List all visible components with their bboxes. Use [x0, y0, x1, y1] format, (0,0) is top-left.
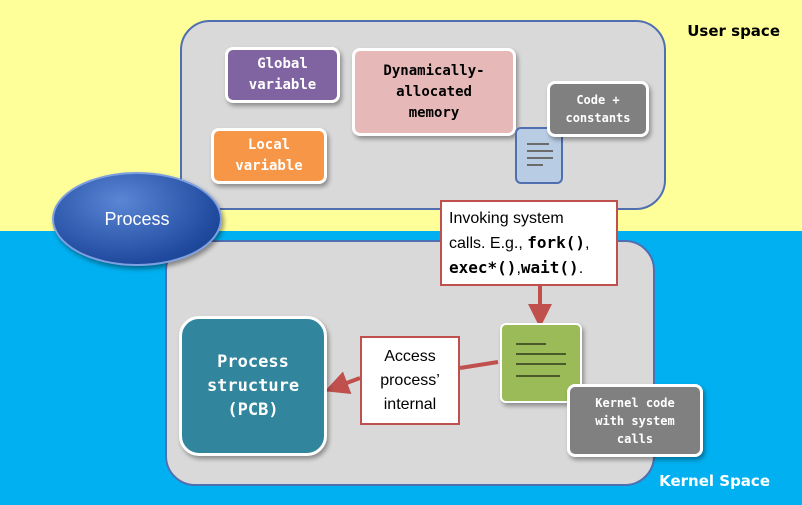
- kernel-code-line1: Kernel code: [595, 395, 675, 410]
- code-constants-line1: Code +: [576, 93, 620, 107]
- pcb-line3: (PCB): [227, 400, 279, 420]
- process-ellipse: Process: [52, 172, 222, 266]
- syscall-comma-2: ,: [516, 260, 521, 277]
- kernel-code-line3: calls: [616, 431, 654, 446]
- local-variable-line1: Local: [247, 137, 291, 153]
- dynamic-memory-line3: memory: [408, 104, 460, 121]
- access-line1: Access: [384, 347, 436, 365]
- pcb-box: Process structure (PCB): [179, 316, 327, 456]
- kernel-space-label: Kernel Space: [659, 472, 770, 490]
- document-icon: [500, 323, 582, 403]
- access-to-kernel-connector: [459, 360, 499, 370]
- syscall-comma-1: ,: [585, 235, 590, 252]
- access-callout: Access process’ internal: [360, 336, 460, 425]
- local-variable-line2: variable: [235, 158, 303, 174]
- code-constants-line2: constants: [565, 111, 631, 125]
- dynamic-memory-line2: allocated: [396, 83, 472, 100]
- wait-call: wait(): [520, 258, 579, 277]
- dynamic-memory-line1: Dynamically-: [383, 62, 485, 79]
- syscall-line1: Invoking system: [449, 210, 564, 227]
- kernel-code-box: Kernel code with system calls: [567, 384, 703, 457]
- fork-call: fork(): [527, 233, 586, 252]
- access-to-pcb-arrow: [324, 371, 361, 395]
- access-line3: internal: [383, 395, 437, 413]
- pcb-line2: structure: [206, 376, 300, 396]
- syscall-line2-prefix: calls. E.g.,: [449, 235, 528, 252]
- pcb-line1: Process: [217, 352, 289, 372]
- user-space-label: User space: [687, 22, 780, 40]
- code-constants-box: Code + constants: [547, 81, 649, 137]
- local-variable-box: Local variable: [211, 128, 327, 184]
- global-variable-line2: variable: [248, 77, 317, 93]
- syscall-callout: Invoking system calls. E.g., fork(), exe…: [440, 200, 618, 286]
- exec-call: exec*(): [449, 258, 517, 277]
- global-variable-line1: Global: [257, 56, 308, 72]
- kernel-code-line2: with system: [595, 413, 675, 428]
- dynamic-memory-box: Dynamically- allocated memory: [352, 48, 516, 136]
- access-line2: process’: [380, 371, 440, 389]
- global-variable-box: Global variable: [225, 47, 340, 103]
- syscall-period: .: [578, 260, 584, 277]
